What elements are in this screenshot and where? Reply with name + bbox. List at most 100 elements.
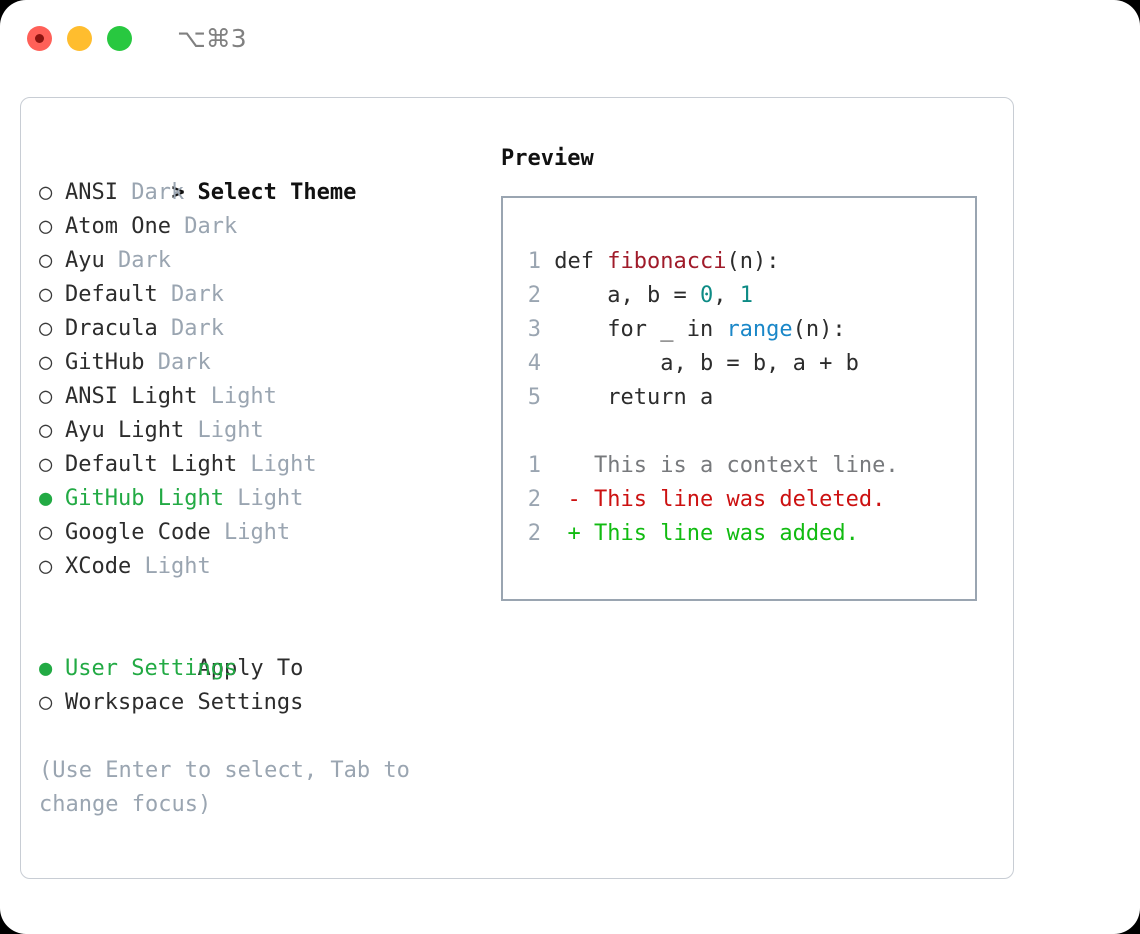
theme-option-github[interactable]: ○ GitHub Dark	[39, 346, 489, 380]
radio-unselected-icon: ○	[39, 452, 66, 477]
theme-option-default-light[interactable]: ○ Default Light Light	[39, 448, 489, 482]
code-token-func: fibonacci	[607, 249, 727, 274]
diff-line-text: This is a context line.	[594, 453, 899, 478]
diff-line-text: This line was deleted.	[594, 487, 886, 512]
titlebar: ⌥⌘3	[0, 0, 1140, 76]
window-controls	[27, 25, 132, 51]
theme-variant-badge: Dark	[104, 248, 171, 273]
line-number: 1	[527, 249, 541, 274]
code-line-content: return a	[554, 385, 713, 410]
code-token-plain: a, b =	[554, 283, 700, 308]
theme-option-dracula[interactable]: ○ Dracula Dark	[39, 312, 489, 346]
theme-option-label: GitHub Light	[65, 486, 224, 511]
code-token-build: range	[726, 317, 793, 342]
code-line: 4 a, b = b, a + b	[515, 347, 969, 381]
theme-option-xcode[interactable]: ○ XCode Light	[39, 550, 489, 584]
theme-option-label: Ayu Light	[65, 418, 185, 443]
section-spacer	[39, 584, 489, 618]
theme-variant-badge: Dark	[157, 282, 224, 307]
theme-option-ayu[interactable]: ○ Ayu Dark	[39, 244, 489, 278]
code-diff-spacer	[515, 415, 969, 449]
diff-lines: 1 This is a context line. 2 - This line w…	[515, 449, 969, 551]
radio-unselected-icon: ○	[39, 384, 66, 409]
code-line-content: for _ in range(n):	[554, 317, 845, 342]
minimize-button[interactable]	[67, 25, 92, 51]
theme-variant-badge: Light	[223, 486, 304, 511]
theme-option-ansi-light[interactable]: ○ ANSI Light Light	[39, 380, 489, 414]
apply-to-option-workspace-settings[interactable]: ○ Workspace Settings	[39, 686, 489, 720]
theme-option-label: GitHub	[65, 350, 145, 375]
keyboard-hint-text: (Use Enter to select, Tab to change focu…	[39, 758, 424, 817]
radio-unselected-icon: ○	[39, 248, 66, 273]
diff-line-content: - This line was deleted.	[568, 487, 886, 512]
preview-title: Preview	[501, 146, 594, 171]
line-number: 4	[527, 351, 541, 376]
theme-variant-badge: Dark	[117, 180, 185, 205]
main-card: > Select Theme ○ ANSI Dark○ Atom One Dar…	[20, 97, 1014, 879]
theme-list-header-label: Select Theme	[197, 180, 357, 205]
theme-list-header: > Select Theme	[39, 142, 489, 205]
theme-option-google-code[interactable]: ○ Google Code Light	[39, 516, 489, 550]
theme-option-github-light[interactable]: ● GitHub Light Light	[39, 482, 489, 516]
code-line: 1 def fibonacci(n):	[515, 245, 969, 279]
theme-variant-badge: Light	[210, 520, 291, 545]
theme-option-label: Dracula	[65, 316, 158, 341]
diff-line-content: This is a context line.	[568, 453, 899, 478]
code-token-num: 1	[739, 283, 753, 308]
code-line-content: a, b = 0, 1	[554, 283, 753, 308]
line-number: 2	[527, 283, 541, 308]
theme-variant-badge: Dark	[157, 316, 224, 341]
radio-unselected-icon: ○	[39, 180, 66, 205]
theme-option-label: ANSI	[65, 180, 118, 205]
theme-option-label: XCode	[65, 554, 132, 579]
radio-unselected-icon: ○	[39, 418, 66, 443]
theme-option-default[interactable]: ○ Default Dark	[39, 278, 489, 312]
radio-selected-icon: ●	[39, 486, 66, 511]
code-token-plain: def	[554, 249, 608, 274]
theme-option-label: ANSI Light	[65, 384, 198, 409]
line-number: 2	[527, 487, 541, 512]
preview-pane: Preview 1 def fibonacci(n):2 a, b = 0, 1…	[501, 142, 1001, 601]
close-button[interactable]	[27, 25, 52, 51]
cursor-caret-icon: >	[171, 180, 198, 205]
radio-selected-icon: ●	[39, 656, 66, 681]
theme-option-atom-one[interactable]: ○ Atom One Dark	[39, 210, 489, 244]
radio-unselected-icon: ○	[39, 282, 66, 307]
radio-unselected-icon: ○	[39, 214, 66, 239]
code-token-plain: a, b = b, a + b	[554, 351, 859, 376]
code-line-content: a, b = b, a + b	[554, 351, 859, 376]
code-line-content: def fibonacci(n):	[554, 249, 779, 274]
apply-to-list[interactable]: ● User Settings○ Workspace Settings	[39, 652, 489, 720]
theme-option-label: Ayu	[65, 248, 105, 273]
diff-sign	[568, 453, 595, 478]
line-number: 3	[527, 317, 541, 342]
theme-variant-badge: Light	[184, 418, 264, 443]
theme-variant-badge: Light	[237, 452, 317, 477]
theme-list[interactable]: ○ ANSI Dark○ Atom One Dark○ Ayu Dark○ De…	[39, 176, 489, 584]
diff-line-content: + This line was added.	[568, 521, 859, 546]
apply-to-option-label: User Settings	[65, 656, 238, 681]
theme-option-ansi[interactable]: ○ ANSI Dark	[39, 176, 489, 210]
apply-to-option-user-settings[interactable]: ● User Settings	[39, 652, 489, 686]
diff-line-text: This line was added.	[594, 521, 859, 546]
code-line: 2 a, b = 0, 1	[515, 279, 969, 313]
theme-variant-badge: Dark	[144, 350, 211, 375]
theme-selector-pane: > Select Theme ○ ANSI Dark○ Atom One Dar…	[39, 142, 489, 822]
diff-line-ctx: 1 This is a context line.	[515, 449, 969, 483]
line-number: 1	[527, 453, 541, 478]
radio-unselected-icon: ○	[39, 520, 66, 545]
theme-option-label: Default Light	[65, 452, 238, 477]
maximize-button[interactable]	[107, 25, 132, 51]
apply-to-header-label: Apply To	[197, 656, 304, 681]
code-token-plain: ,	[713, 283, 740, 308]
radio-unselected-icon: ○	[39, 554, 66, 579]
line-number: 2	[527, 521, 541, 546]
theme-variant-badge: Light	[197, 384, 277, 409]
theme-option-ayu-light[interactable]: ○ Ayu Light Light	[39, 414, 489, 448]
theme-option-label: Atom One	[65, 214, 171, 239]
code-token-num: 0	[699, 283, 714, 308]
